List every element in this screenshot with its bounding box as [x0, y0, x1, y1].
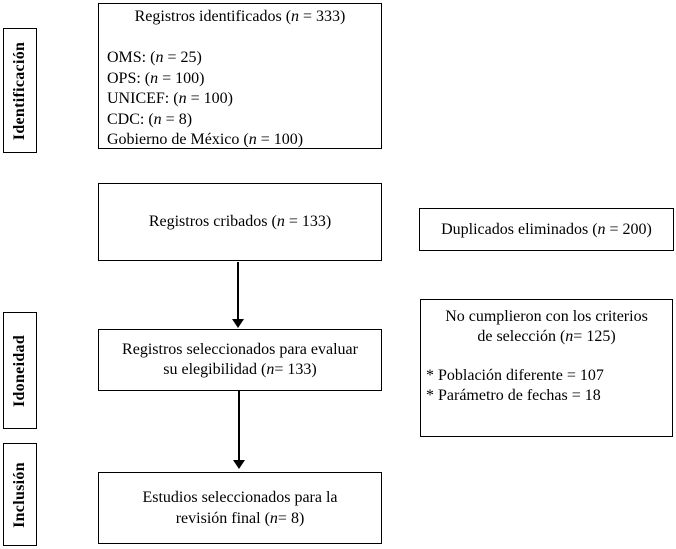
identified-records-box: Registros identificados (n = 333) OMS: (… [98, 3, 382, 149]
source-cdc: CDC: (n = 8) [107, 110, 193, 128]
eligibility-line-2: su elegibilidad (n= 133) [163, 361, 317, 378]
flow-arrow-screened-to-eligibility [237, 262, 239, 320]
source-oms: OMS: (n = 25) [107, 49, 202, 66]
arrow-down-icon [233, 460, 245, 469]
included-studies-box: Estudios seleccionados para la revisión … [98, 472, 382, 544]
stage-box-idoneidad: Idoneidad [3, 312, 37, 429]
stage-box-identificacion: Identificación [3, 28, 37, 153]
excluded-title-line-2: de selección (n= 125) [477, 328, 616, 345]
excluded-records-box: No cumplieron con los criterios de selec… [420, 299, 673, 437]
screened-records-title: Registros cribados (n = 133) [148, 213, 332, 230]
blank-line [107, 28, 373, 49]
included-line-2: revisión final (n= 8) [175, 510, 305, 527]
stage-box-inclusion: Inclusión [3, 443, 37, 546]
duplicates-removed-title: Duplicados eliminados (n = 200) [441, 220, 652, 238]
eligibility-records-box: Registros seleccionados para evaluar su … [98, 329, 382, 391]
source-ops: OPS: (n = 100) [107, 69, 205, 87]
included-line-1: Estudios seleccionados para la [142, 489, 338, 506]
excluded-reason-fechas: * Parámetro de fechas = 18 [426, 387, 601, 404]
duplicates-removed-box: Duplicados eliminados (n = 200) [419, 208, 674, 251]
stage-label-inclusion: Inclusión [11, 461, 28, 528]
arrow-down-icon [232, 319, 244, 328]
identified-records-title: Registros identificados (n = 333) [134, 8, 346, 25]
excluded-reason-poblacion: * Población diferente = 107 [426, 367, 604, 384]
excluded-title-line-1: No cumplieron con los criterios [445, 308, 648, 325]
flow-arrow-eligibility-to-included [238, 391, 240, 461]
eligibility-line-1: Registros seleccionados para evaluar [122, 340, 358, 358]
source-unicef: UNICEF: (n = 100) [107, 90, 233, 107]
screened-records-box: Registros cribados (n = 133) [98, 183, 382, 261]
blank-line [426, 347, 667, 366]
stage-label-idoneidad: Idoneidad [11, 334, 29, 407]
source-gobierno-mexico: Gobierno de México (n = 100) [107, 131, 304, 148]
stage-label-identificacion: Identificación [11, 41, 29, 140]
